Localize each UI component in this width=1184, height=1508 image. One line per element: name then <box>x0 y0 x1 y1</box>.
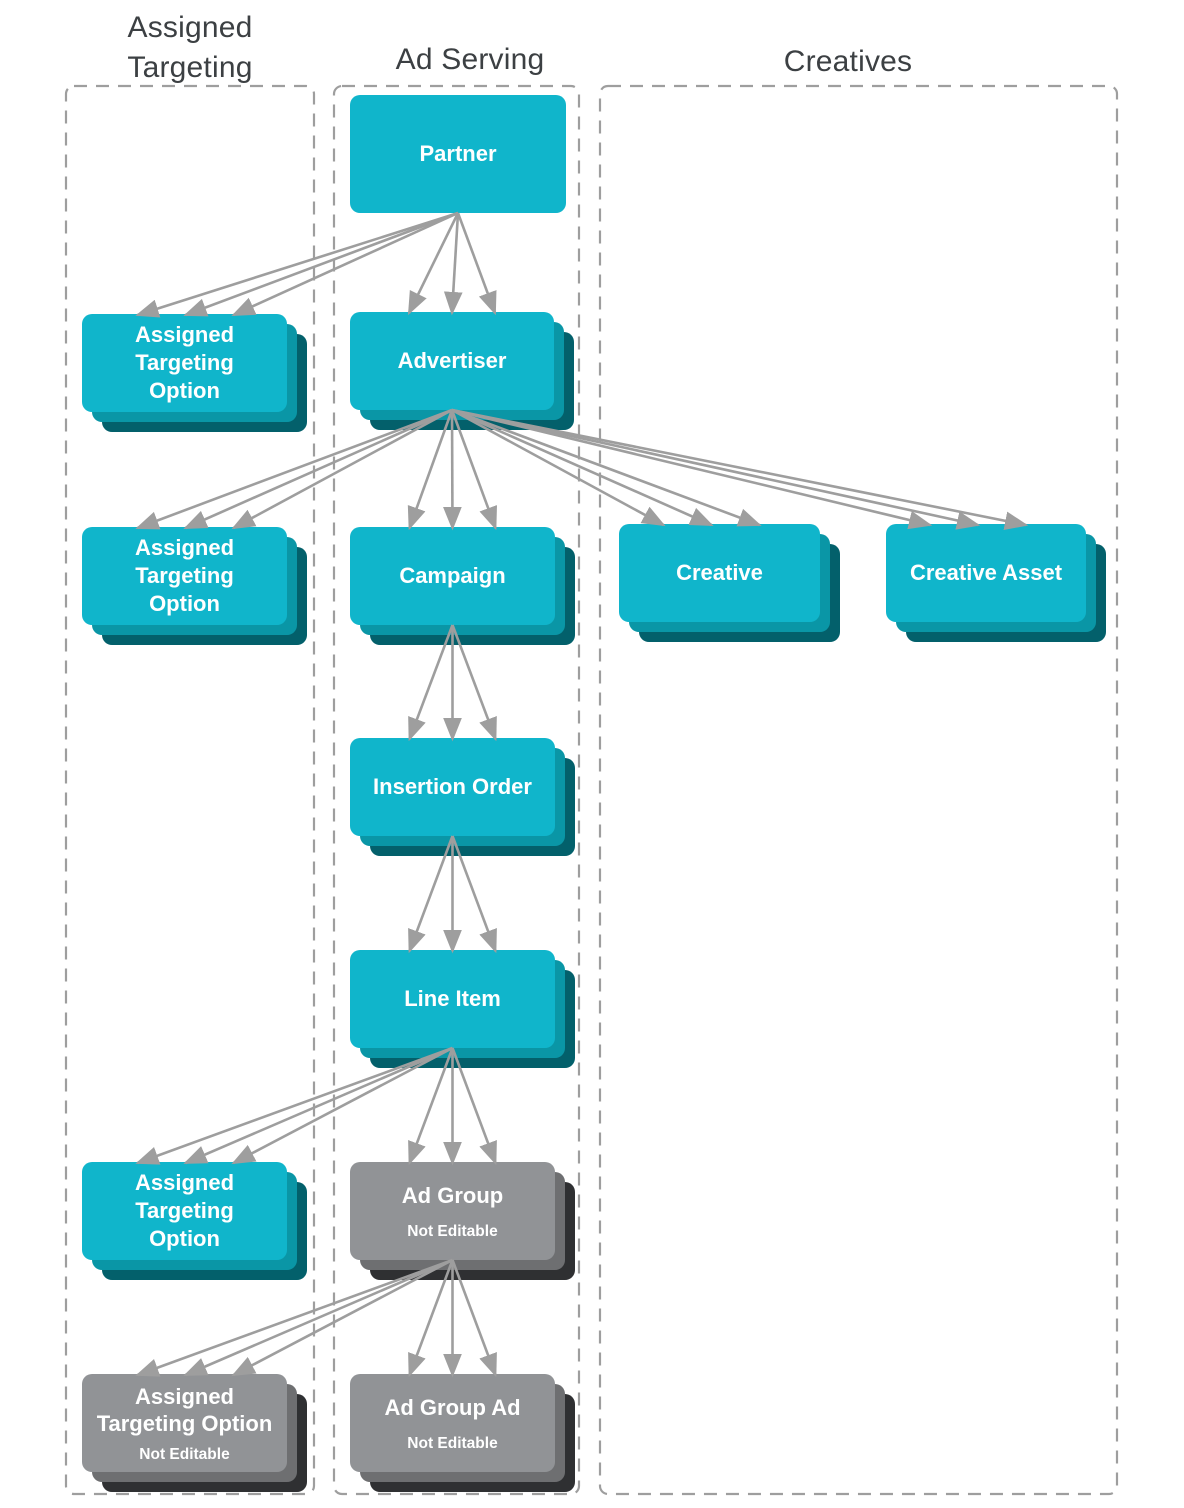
node-creative: Creative <box>619 524 840 642</box>
node-line-item: Line Item <box>350 950 575 1068</box>
column-header-creatives: Creatives <box>783 45 913 78</box>
node-advertiser-label: Advertiser <box>397 348 507 374</box>
node-campaign-label: Campaign <box>399 563 506 589</box>
node-partner-card: Partner <box>350 95 566 213</box>
column-header-assigned-targeting: Assigned Targeting <box>127 11 253 84</box>
node-line-item-label: Line Item <box>404 986 501 1012</box>
node-campaign: Campaign <box>350 527 575 645</box>
node-ad-group-label: Ad Group <box>401 1182 504 1208</box>
node-insertion-order-label: Insertion Order <box>373 774 532 800</box>
node-ad-group-ad: Ad Group Ad Not Editable <box>350 1374 575 1492</box>
node-campaign-card: Campaign <box>350 527 555 625</box>
node-creative-asset-card: Creative Asset <box>886 524 1086 622</box>
node-ad-group-ad-sublabel: Not Editable <box>407 1435 498 1453</box>
node-creative-asset: Creative Asset <box>886 524 1106 642</box>
node-partner: Partner <box>350 95 566 213</box>
node-insertion-order: Insertion Order <box>350 738 575 856</box>
node-creative-card: Creative <box>619 524 820 622</box>
node-ad-group-sublabel: Not Editable <box>407 1223 498 1241</box>
node-line-item-card: Line Item <box>350 950 555 1048</box>
node-insertion-order-card: Insertion Order <box>350 738 555 836</box>
node-advertiser-card: Advertiser <box>350 312 554 410</box>
node-ad-group-ad-label: Ad Group Ad <box>384 1394 521 1420</box>
node-ad-group-ad-card: Ad Group Ad Not Editable <box>350 1374 555 1472</box>
node-advertiser: Advertiser <box>350 312 574 430</box>
node-creative-label: Creative <box>676 560 763 586</box>
column-header-ad-serving: Ad Serving <box>395 43 545 76</box>
node-assigned-targeting-option-ad-group-sublabel: Not Editable <box>139 1446 230 1464</box>
node-creative-asset-label: Creative Asset <box>909 560 1063 586</box>
node-partner-label: Partner <box>419 141 497 167</box>
